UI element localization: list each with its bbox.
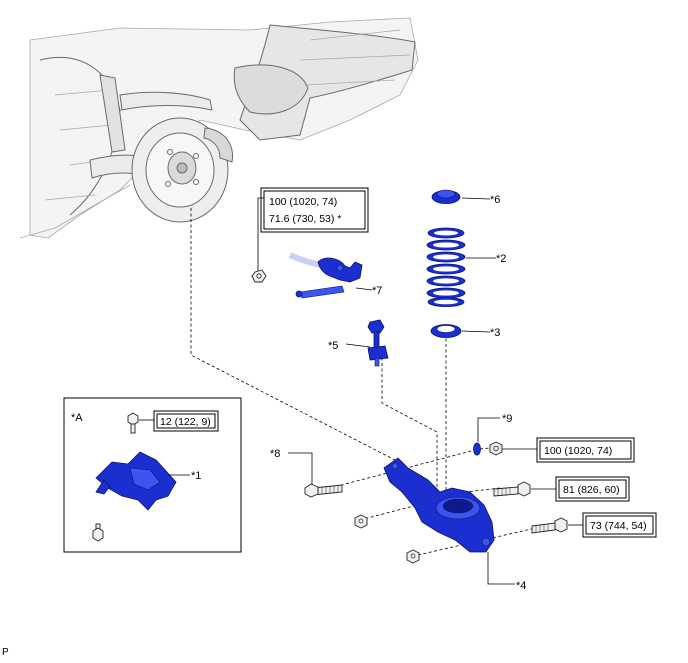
- torque-spec-bolt-upper: 81 (826, 60): [555, 476, 630, 502]
- nut-9: [473, 442, 481, 456]
- torque-value: 73 (744, 54): [590, 520, 647, 532]
- callout-6: *6: [490, 194, 500, 206]
- callout-8: *8: [270, 448, 280, 460]
- torque-value-line1: 100 (1020, 74): [269, 196, 337, 208]
- torque-value: 81 (826, 60): [563, 484, 620, 496]
- torque-spec-stabilizer-link: 100 (1020, 74) 71.6 (730, 53) *: [257, 187, 369, 272]
- callout-5: *5: [328, 340, 338, 352]
- bolt-8: [304, 483, 343, 498]
- torque-spec-bolt-lower: 73 (744, 54): [582, 512, 657, 538]
- bracket-bolt: [127, 412, 139, 434]
- torque-value: 100 (1020, 74): [544, 445, 612, 457]
- nut-9-washer: [489, 441, 503, 456]
- callout-3: *3: [490, 327, 500, 339]
- bolt-lower: [531, 517, 568, 534]
- brake-rotor-hub: [131, 117, 234, 223]
- torque-value-line2: 71.6 (730, 53) *: [269, 213, 341, 225]
- bracket-lower-bolt: [92, 523, 104, 542]
- stabilizer-link: [367, 319, 389, 367]
- callout-4: *4: [516, 580, 526, 592]
- figure-code: P: [2, 647, 9, 658]
- inset-panel-a: *A 12 (122, 9) *1: [63, 397, 242, 553]
- inset-label: *A: [71, 412, 83, 424]
- nut-arm-front: [354, 514, 368, 529]
- vehicle-body-illustration: [19, 17, 419, 239]
- callout-9: *9: [502, 413, 512, 425]
- lower-control-arm: [383, 457, 495, 553]
- callout-1: *1: [191, 470, 201, 482]
- upper-spring-insulator: [431, 189, 461, 204]
- torque-value: 12 (122, 9): [160, 416, 211, 428]
- torque-spec-bracket-bolt: 12 (122, 9): [153, 410, 219, 432]
- stabilizer-bar: [288, 252, 363, 299]
- torque-spec-nut-9: 100 (1020, 74): [536, 437, 635, 463]
- coil-spring: [426, 227, 466, 307]
- lower-spring-insulator: [430, 324, 462, 338]
- nut-arm-rear: [406, 549, 420, 564]
- callout-7: *7: [372, 285, 382, 297]
- callout-2: *2: [496, 253, 506, 265]
- bolt-upper: [493, 481, 531, 497]
- nut-stabilizer-link: [251, 269, 267, 283]
- bracket: [95, 451, 177, 511]
